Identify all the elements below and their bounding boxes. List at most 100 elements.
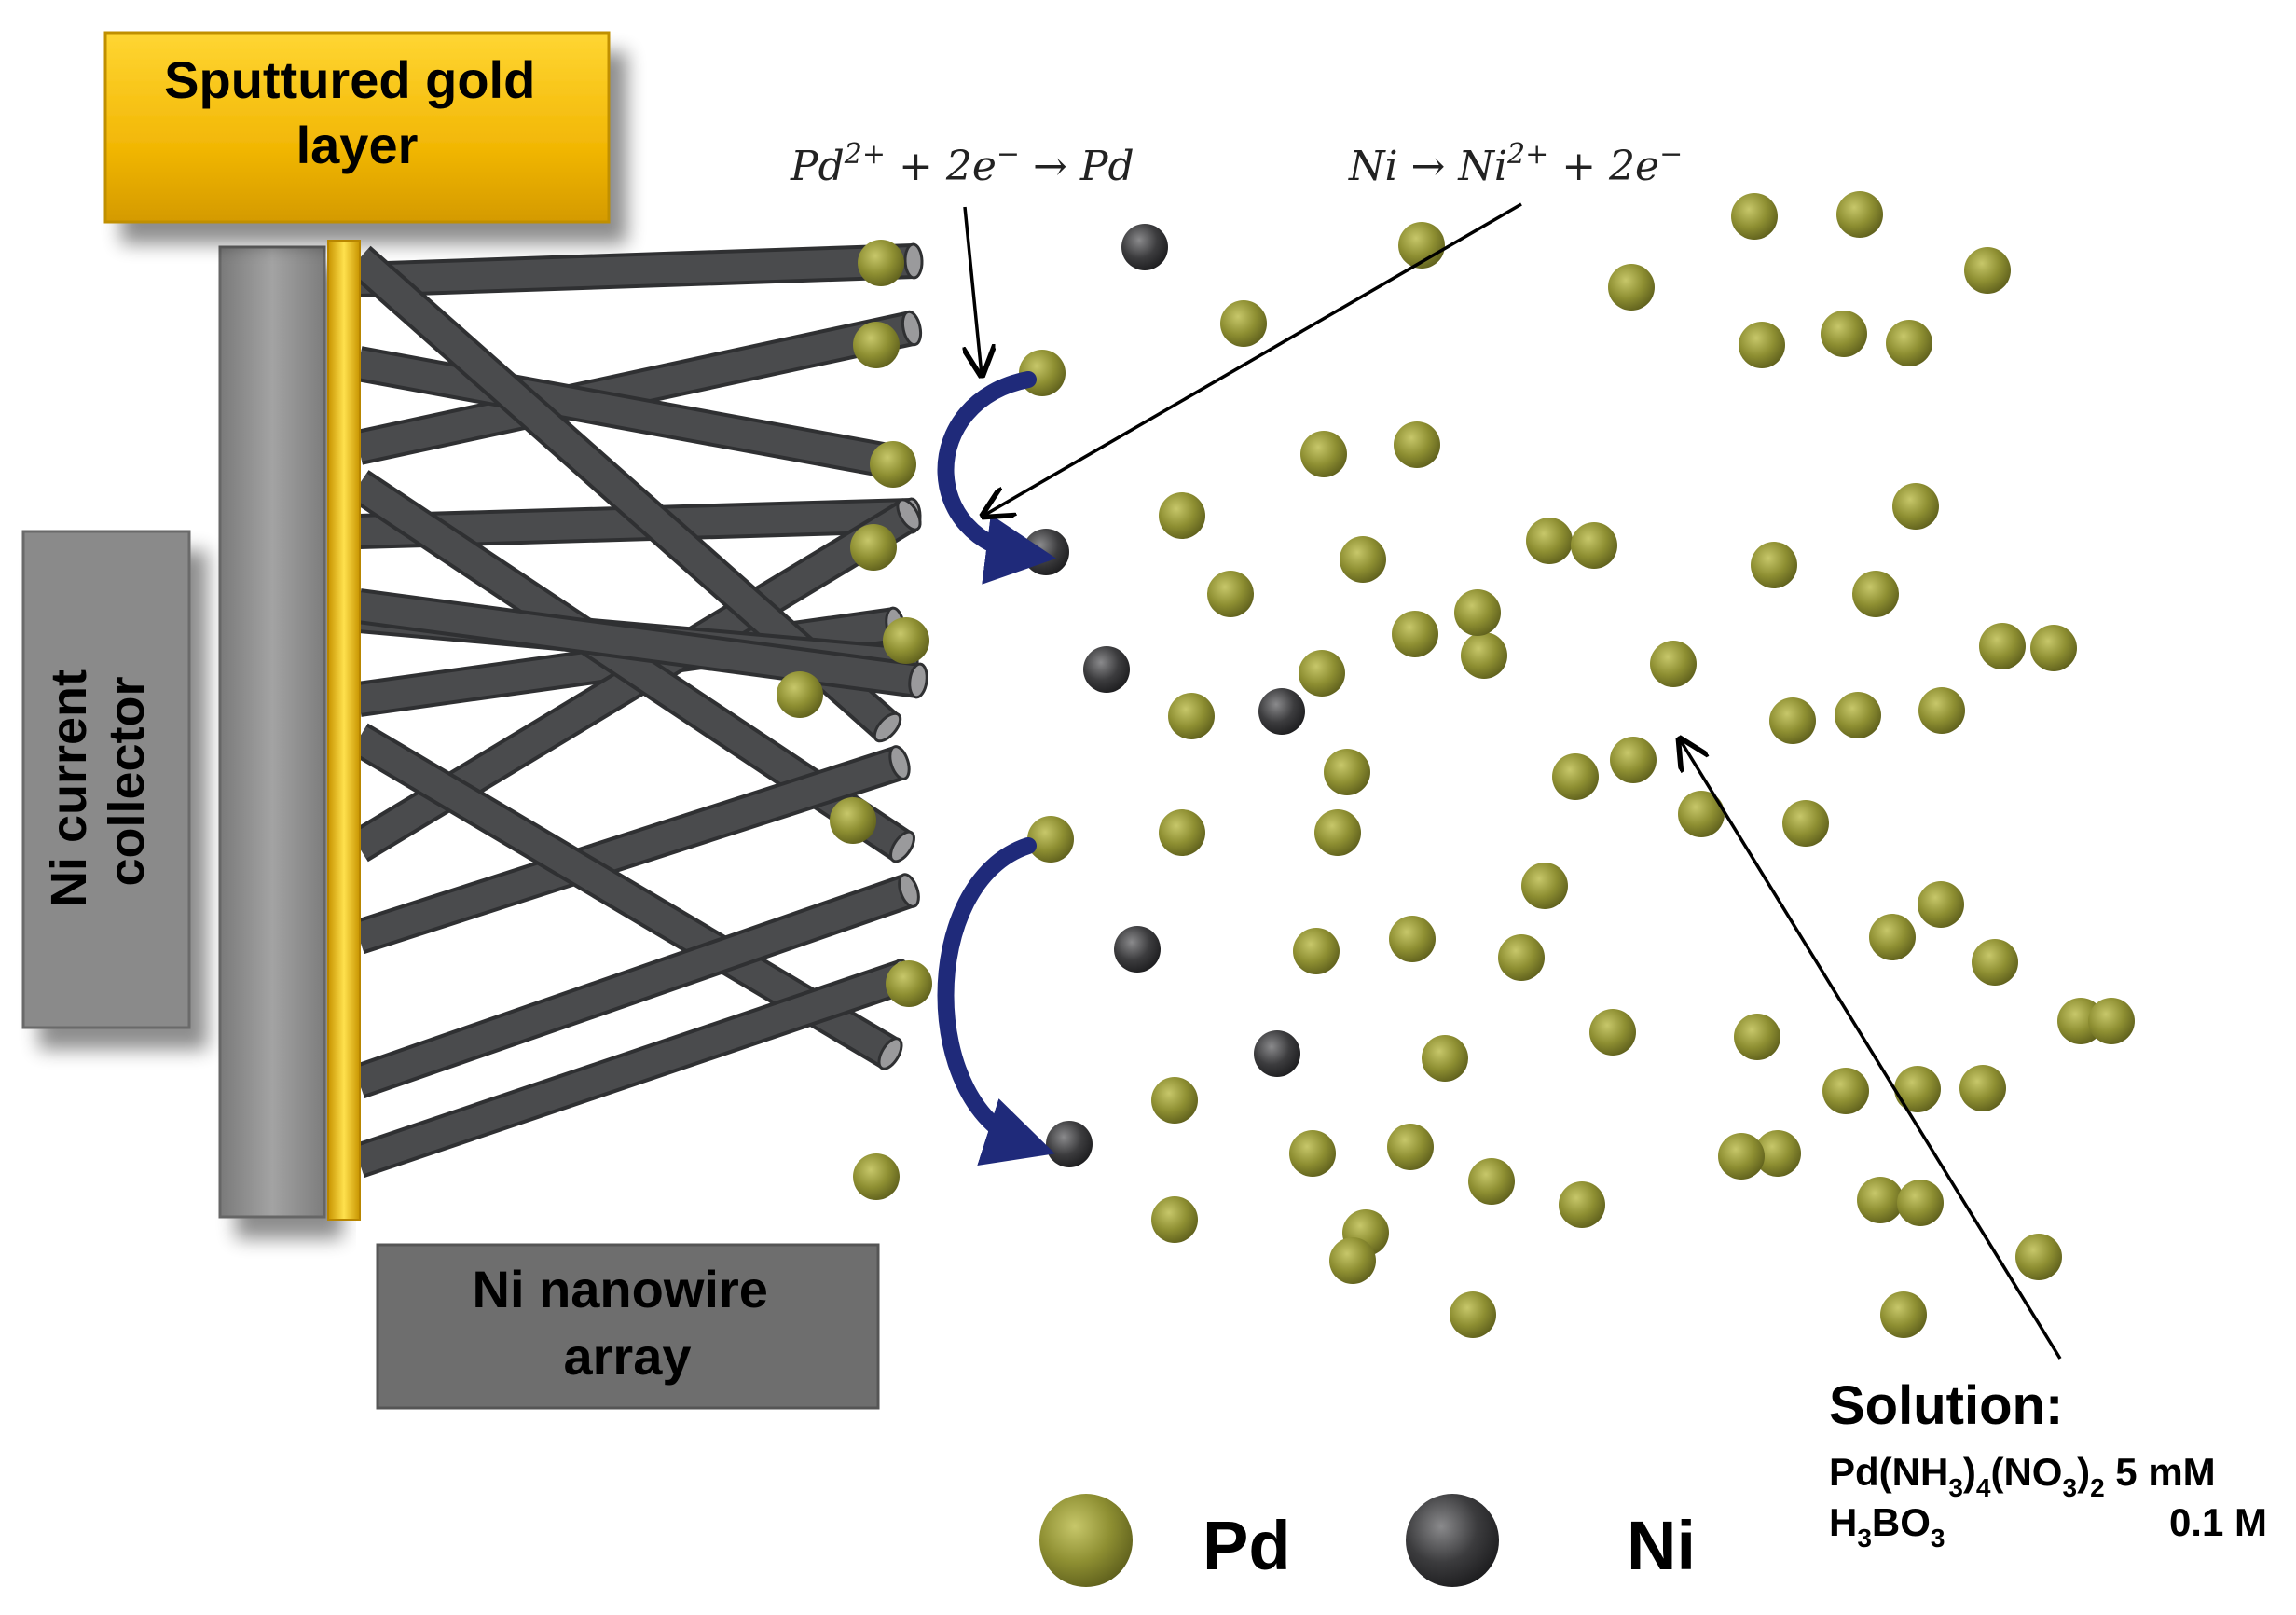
ni-particle (1114, 926, 1161, 973)
pd-particle (1610, 737, 1657, 783)
gold-layer-label-line2: layer (296, 116, 419, 174)
pd-particle (2015, 1234, 2062, 1280)
pd-particle (1450, 1291, 1496, 1338)
pd-particle (777, 671, 823, 718)
nanowire-label-box (376, 1243, 880, 1410)
pd-particle (1559, 1181, 1605, 1228)
pd-particle (1918, 687, 1965, 734)
legend: Pd Ni (1039, 1494, 1696, 1587)
oxidation-pointer-arrow (983, 202, 1522, 516)
ni-current-collector-box (21, 530, 191, 1029)
pd-particle (1836, 191, 1883, 238)
pd-particle (1293, 928, 1340, 974)
pd-particle (1289, 1130, 1336, 1177)
pd-particle (870, 441, 916, 488)
pd-particle (1857, 1177, 1904, 1223)
ni-particle (1083, 646, 1130, 693)
pd-particle (1959, 1065, 2006, 1111)
pd-particle (883, 617, 929, 664)
pd-particle (1387, 1124, 1434, 1170)
pd-particle (1589, 1009, 1636, 1056)
gold-layer-label-box (103, 31, 611, 224)
reduction-pointer-arrow (965, 206, 982, 375)
pd-particle (1979, 623, 2026, 669)
pd-particle (1027, 816, 1074, 863)
pd-particle (1739, 322, 1785, 368)
solution-title: Solution: (1829, 1375, 2063, 1436)
nanowire (356, 588, 928, 699)
pd-particle (1207, 571, 1254, 617)
pd-particle (853, 322, 900, 368)
pd-particle (1650, 641, 1697, 687)
reduction-equation: Pd2+ + 2e− → Pd (790, 138, 1134, 190)
collector-label-line1: Ni current (41, 669, 97, 907)
particles (777, 191, 2135, 1338)
pd-particle (1314, 809, 1361, 856)
pd-particle (853, 1153, 900, 1200)
pd-particle (1159, 492, 1205, 539)
pd-particle (1769, 697, 1816, 744)
pd-particle (1394, 421, 1440, 468)
nanowire (353, 745, 911, 955)
pd-particle (1608, 264, 1655, 311)
pd-particle (1151, 1196, 1198, 1243)
solution-boric-acid: H3BO3 (1829, 1500, 1945, 1553)
electron-transfer-arrow-lower (937, 837, 1055, 1166)
pd-particle (1168, 693, 1215, 739)
svg-text:Ni nanowire array: Ni nanowire array (473, 1260, 783, 1386)
nanowire-array (347, 242, 928, 1178)
nanowire (352, 873, 920, 1098)
solution-pd-complex: Pd(NH3)4(NO3)2 5 mM (1829, 1450, 2216, 1502)
pd-particle (1718, 1133, 1765, 1180)
pd-particle (1454, 589, 1501, 636)
oxidation-equation: Ni → Ni2+ + 2e− (1348, 138, 1683, 190)
pd-particle (1461, 632, 1507, 679)
pd-particle (1972, 939, 2018, 986)
pd-particle (1886, 320, 1932, 366)
solution-boric-acid-concentration: 0.1 M (2169, 1500, 2267, 1544)
pd-particle (1299, 650, 1345, 697)
pd-particle (1822, 1068, 1869, 1114)
ni-particle (1046, 1121, 1093, 1167)
pd-particle (886, 960, 932, 1007)
legend-pd-label: Pd (1203, 1507, 1291, 1584)
pd-particle (1526, 518, 1573, 564)
pd-particle (1159, 809, 1205, 856)
pd-particle (1498, 934, 1545, 981)
pd-particle (1521, 863, 1568, 909)
pd-particle (1552, 753, 1599, 800)
pd-particle (1754, 1130, 1801, 1177)
pd-particle (1880, 1291, 1927, 1338)
pd-particle (2030, 625, 2077, 671)
pd-particle (1835, 692, 1881, 738)
pd-particle (1571, 522, 1617, 569)
pd-particle (850, 524, 897, 571)
collector-label-line2: collector (99, 676, 155, 886)
ni-particle (1258, 688, 1305, 735)
pd-particle (1151, 1077, 1198, 1124)
legend-ni-swatch (1406, 1494, 1499, 1587)
pd-particle (1389, 916, 1436, 962)
pd-particle (1964, 247, 2011, 294)
pd-particle (1821, 311, 1867, 357)
legend-ni-label: Ni (1627, 1507, 1696, 1584)
ni-particle (1254, 1030, 1300, 1077)
pd-particle (1852, 571, 1899, 617)
electron-transfer-arrow-upper (937, 371, 1056, 585)
gold-layer-label-line1: Sputtured gold (164, 50, 535, 109)
substrate-bar (218, 245, 326, 1219)
sputtered-gold-strip (327, 240, 361, 1221)
pd-particle (1894, 1066, 1941, 1112)
pd-particle (1340, 536, 1386, 583)
svg-text:Ni current collector: Ni current collector (41, 656, 155, 907)
ni-particle (1121, 224, 1168, 270)
pd-particle (1392, 611, 1438, 657)
nanowire-label-line2: array (563, 1327, 691, 1386)
legend-pd-swatch (1039, 1494, 1133, 1587)
pd-particle (1422, 1035, 1468, 1082)
pd-particle (1751, 542, 1797, 588)
pd-particle (2088, 998, 2135, 1044)
pd-particle (1869, 914, 1916, 960)
pd-particle (1324, 749, 1370, 795)
